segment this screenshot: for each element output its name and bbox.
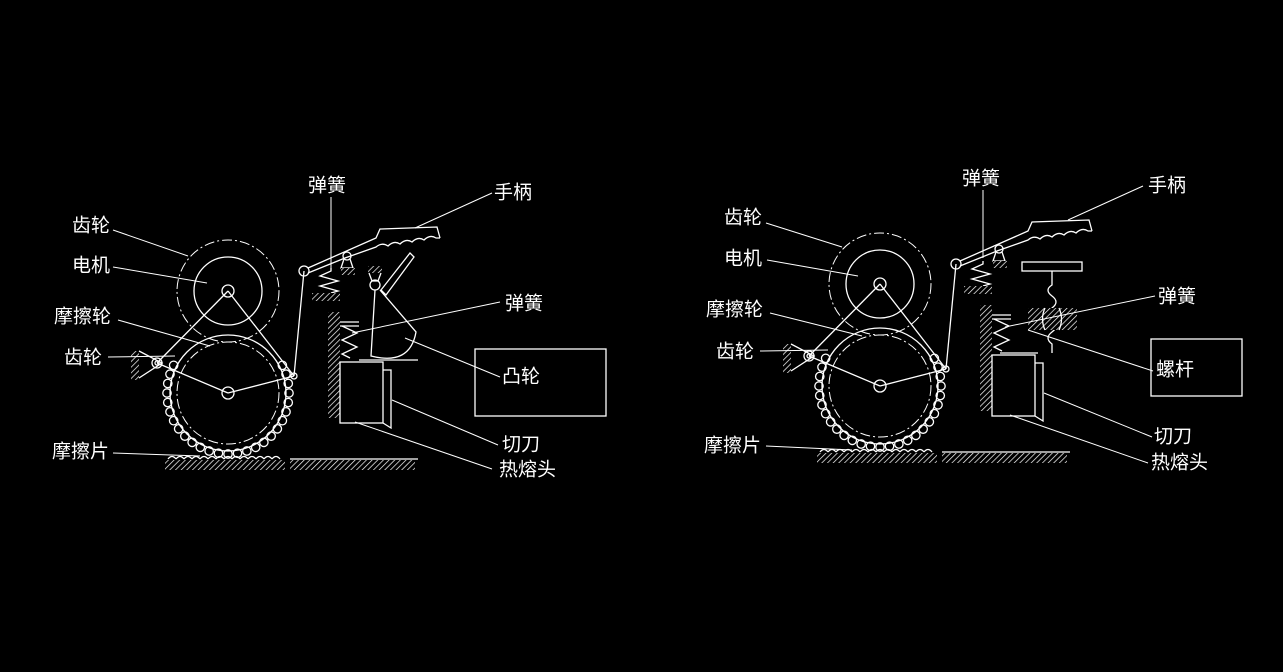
screw-box <box>1150 338 1243 397</box>
label-cutter: 切刀 <box>502 434 540 456</box>
label-motor: 电机 <box>72 255 110 277</box>
label-gear-side: 齿轮 <box>64 347 102 369</box>
label-spring-mid: 弹簧 <box>1158 286 1196 308</box>
leaders <box>759 185 1156 464</box>
label-friction-plate: 摩擦片 <box>52 441 109 463</box>
diagram-screw-version: 齿轮 电机 摩擦轮 齿轮 摩擦片 弹簧 手柄 弹簧 螺杆 切刀 热熔头 <box>704 168 1243 474</box>
label-friction-wheel: 摩擦轮 <box>54 306 111 328</box>
cam <box>370 289 417 359</box>
cam-box <box>474 348 607 417</box>
diagram-cam-version: 齿轮 电机 摩擦轮 齿轮 摩擦片 弹簧 手柄 弹簧 凸轮 切刀 热熔头 <box>52 175 607 481</box>
cam-assembly <box>359 252 418 361</box>
label-gear-side: 齿轮 <box>716 341 754 363</box>
label-gear-top: 齿轮 <box>72 215 110 237</box>
leaders <box>107 192 501 470</box>
label-heat-head: 热熔头 <box>1151 452 1208 474</box>
label-cutter: 切刀 <box>1154 426 1192 448</box>
gear-friction-mechanism <box>130 226 441 471</box>
label-spring-top: 弹簧 <box>308 175 346 197</box>
label-heat-head: 热熔头 <box>499 459 556 481</box>
label-cam: 凸轮 <box>502 366 540 388</box>
label-motor: 电机 <box>724 248 762 270</box>
label-friction-wheel: 摩擦轮 <box>706 299 763 321</box>
label-spring-top: 弹簧 <box>962 168 1000 190</box>
label-spring-mid: 弹簧 <box>505 293 543 315</box>
label-handle: 手柄 <box>1148 175 1186 197</box>
label-handle: 手柄 <box>494 182 532 204</box>
label-screw: 螺杆 <box>1156 359 1194 381</box>
screw-assembly <box>1000 261 1083 354</box>
gear-friction-mechanism <box>782 219 1093 464</box>
label-friction-plate: 摩擦片 <box>704 435 761 457</box>
label-gear-top: 齿轮 <box>724 207 762 229</box>
